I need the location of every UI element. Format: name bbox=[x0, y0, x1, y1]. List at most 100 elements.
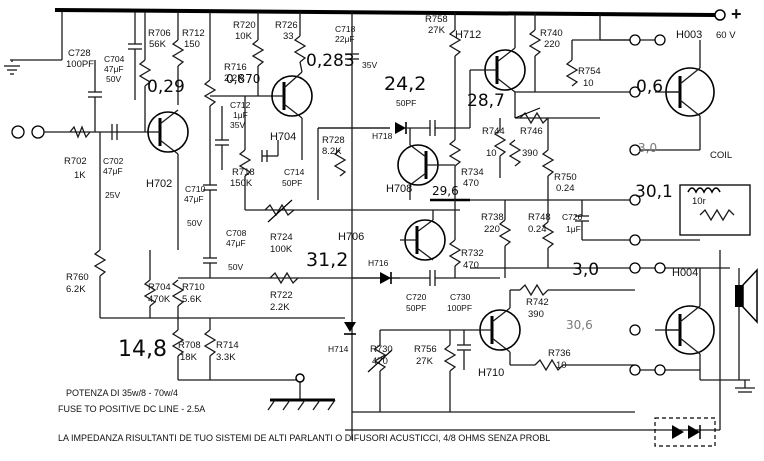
r734-value: 470 bbox=[463, 178, 479, 189]
r716-ref: R716 bbox=[224, 62, 247, 73]
h716-label: H716 bbox=[368, 258, 389, 268]
r728-value: 8.2K bbox=[322, 146, 342, 157]
c704-voltage: 50V bbox=[106, 74, 121, 84]
voltage-annotation: 3,0 bbox=[572, 260, 599, 280]
r730-value: 470 bbox=[372, 356, 388, 367]
c712-ref: C712 bbox=[230, 100, 251, 110]
r738-ref: R738 bbox=[481, 212, 504, 223]
r722-value: 2.2K bbox=[270, 302, 290, 313]
voltage-annotation: 14,8 bbox=[118, 337, 167, 362]
power-rating-note: POTENZA DI 35w/8 - 70w/4 bbox=[66, 388, 178, 398]
r746-value: 390 bbox=[522, 148, 538, 159]
r736-value: 10 bbox=[556, 360, 567, 371]
r758-value: 27K bbox=[428, 25, 446, 36]
transistor-h004 bbox=[665, 268, 715, 370]
r704-value: 470K bbox=[148, 294, 171, 305]
diode-h718-symbol bbox=[395, 122, 406, 134]
r712-ref: R712 bbox=[182, 28, 205, 39]
c710-ref: C710 bbox=[185, 184, 206, 194]
r744-value: 10 bbox=[486, 148, 497, 159]
voltage-annotation: 3,0 bbox=[638, 141, 657, 155]
r710-value: 5.6K bbox=[182, 294, 202, 305]
voltage-annotation: 0,283 bbox=[306, 51, 355, 71]
r730-ref: R730 bbox=[370, 344, 393, 355]
voltage-annotation: 0,6 bbox=[636, 77, 663, 97]
r750-value: 0.24 bbox=[556, 183, 575, 194]
c730-ref: C730 bbox=[450, 292, 471, 302]
r756-value: 27K bbox=[416, 356, 434, 367]
c704-ref: C704 bbox=[104, 54, 125, 64]
h708-label: H708 bbox=[386, 183, 412, 195]
r758-ref: R758 bbox=[425, 14, 448, 25]
c726-value: 1μF bbox=[566, 224, 581, 234]
impedance-note: LA IMPEDANZA RISULTANTI DE TUO SISTEMI D… bbox=[58, 433, 550, 443]
r714-ref: R714 bbox=[216, 340, 239, 351]
r734-ref: R734 bbox=[461, 167, 484, 178]
r760-ref: R760 bbox=[66, 272, 89, 283]
input-jack bbox=[11, 125, 150, 139]
r760-value: 6.2K bbox=[66, 284, 86, 295]
r748-ref: R748 bbox=[528, 212, 551, 223]
positive-supply-rail bbox=[54, 8, 726, 21]
r738-value: 220 bbox=[484, 224, 500, 235]
h003-label: H003 bbox=[676, 29, 702, 41]
output-connector-pins bbox=[629, 34, 666, 376]
r732-ref: R732 bbox=[461, 248, 484, 259]
r728-ref: R728 bbox=[322, 135, 345, 146]
c710-value: 47μF bbox=[184, 194, 204, 204]
r702-value: 1K bbox=[74, 170, 86, 181]
r744-ref: R744 bbox=[482, 126, 505, 137]
circuit-wiring bbox=[69, 12, 755, 440]
c720-value: 50PF bbox=[406, 303, 426, 313]
c726-ref: C726 bbox=[562, 212, 583, 222]
c714-value: 50PF bbox=[282, 178, 302, 188]
speaker-icon bbox=[735, 268, 758, 380]
r722-ref: R722 bbox=[270, 290, 293, 301]
h704-label: H704 bbox=[270, 131, 296, 143]
r732-value: 470 bbox=[463, 260, 479, 271]
r724-value: 100K bbox=[270, 244, 293, 255]
c710-voltage: 50V bbox=[187, 218, 202, 228]
r704-ref: R704 bbox=[148, 282, 171, 293]
output-coil bbox=[679, 184, 751, 236]
h712-label: H712 bbox=[455, 29, 481, 41]
c718-ref: C718 bbox=[335, 24, 356, 34]
c716-value: 50PF bbox=[396, 98, 416, 108]
left-ground-symbol bbox=[4, 12, 63, 75]
handwritten-voltages: 0,29 0,870 0,283 24,2 28,7 0,6 3,0 29,6 … bbox=[118, 51, 673, 362]
r708-ref: R708 bbox=[178, 340, 201, 351]
c702-voltage: 25V bbox=[105, 190, 120, 200]
r742-value: 390 bbox=[528, 309, 544, 320]
supply-voltage-label: 60 V bbox=[716, 30, 736, 41]
c704-value: 47μF bbox=[104, 64, 124, 74]
r718-ref: R718 bbox=[232, 167, 255, 178]
voltage-annotation: 0,29 bbox=[147, 77, 185, 97]
transistor-h003 bbox=[665, 40, 715, 150]
r754-ref: R754 bbox=[578, 66, 601, 77]
supply-terminal bbox=[714, 9, 726, 21]
r708-value: 18K bbox=[180, 352, 198, 363]
c712-voltage: 35V bbox=[230, 120, 245, 130]
r706-ref: R706 bbox=[148, 28, 171, 39]
voltage-annotation: 29,6 bbox=[432, 184, 459, 198]
r724-ref: R724 bbox=[270, 232, 293, 243]
r712-value: 150 bbox=[184, 39, 200, 50]
c702-value: 47μF bbox=[103, 166, 123, 176]
c712-value: 1μF bbox=[233, 110, 248, 120]
c718-value: 22μF bbox=[335, 34, 355, 44]
c714-ref: C714 bbox=[284, 167, 305, 177]
r756-ref: R756 bbox=[414, 344, 437, 355]
h714-label: H714 bbox=[328, 344, 349, 354]
r716-value: 2.2K bbox=[224, 73, 244, 84]
h004-label: H004 bbox=[672, 267, 698, 279]
diode-h716-symbol bbox=[380, 272, 391, 284]
r750-ref: R750 bbox=[554, 172, 577, 183]
c708-value: 47μF bbox=[226, 238, 246, 248]
r726-ref: R726 bbox=[275, 20, 298, 31]
r706-value: 56K bbox=[149, 39, 167, 50]
r714-value: 3.3K bbox=[216, 352, 236, 363]
r746-ref: R746 bbox=[520, 126, 543, 137]
transistor-h704-body bbox=[271, 75, 313, 117]
c702-ref: C702 bbox=[103, 156, 124, 166]
